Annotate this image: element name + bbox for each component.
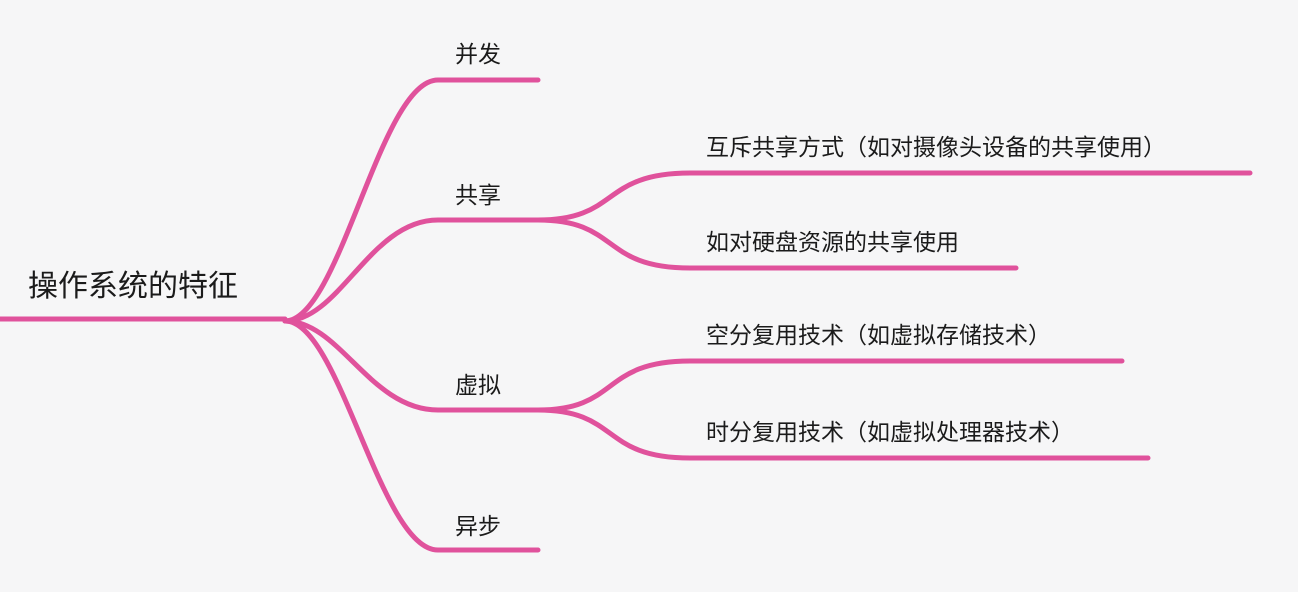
child-label-xuni-1[interactable]: 空分复用技术（如虚拟存储技术） — [706, 323, 1051, 349]
link-gongxiang-child-1 — [535, 170, 1253, 223]
branch-label-xuni[interactable]: 虚拟 — [455, 373, 501, 399]
child-label-gongxiang-2[interactable]: 如对硬盘资源的共享使用 — [706, 230, 959, 256]
link-xuni-child-1 — [535, 358, 1125, 413]
branch-label-bingfa[interactable]: 并发 — [455, 42, 501, 68]
root-node-label[interactable]: 操作系统的特征 — [28, 269, 238, 304]
link-root-xuni — [282, 318, 541, 413]
branch-label-gongxiang[interactable]: 共享 — [455, 183, 501, 209]
child-label-xuni-2[interactable]: 时分复用技术（如虚拟处理器技术） — [706, 420, 1074, 446]
link-gongxiang-child-2 — [535, 217, 1019, 271]
link-root-yibu — [282, 318, 541, 553]
branch-label-yibu[interactable]: 异步 — [455, 514, 501, 540]
child-label-gongxiang-1[interactable]: 互斥共享方式（如对摄像头设备的共享使用） — [706, 135, 1166, 161]
link-xuni-child-2 — [535, 407, 1151, 461]
link-root-gongxiang — [282, 217, 541, 324]
link-root-bingfa — [282, 77, 541, 324]
